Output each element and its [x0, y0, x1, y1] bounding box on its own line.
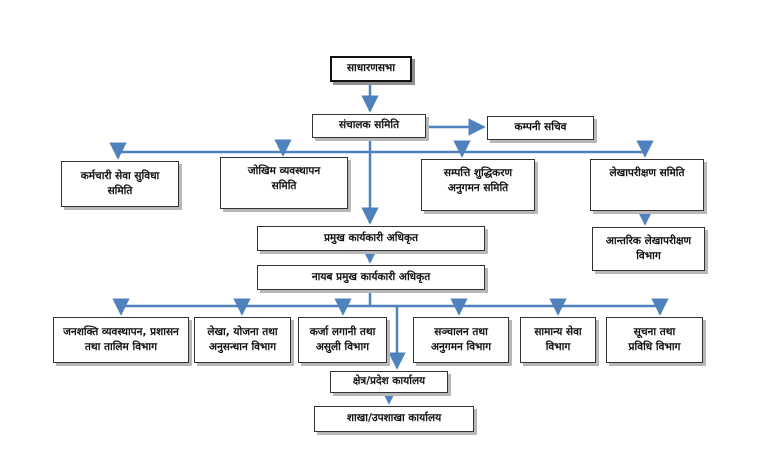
node-accounts-planning-research-department: लेखा, योजना तथा अनुसन्धान विभाग	[194, 317, 291, 363]
node-risk-management-committee: जोखिम व्यवस्थापन समिति	[220, 157, 348, 209]
node-company-secretary: कम्पनी सचिव	[487, 116, 594, 140]
node-general-services-department: सामान्य सेवा विभाग	[520, 317, 596, 363]
node-aml-committee: सम्पत्ति शुद्धिकरण अनुगमन समिति	[421, 159, 535, 211]
node-regional-office: क्षेत्र/प्रदेश कार्यालय	[330, 371, 448, 393]
node-employee-welfare-committee: कर्मचारी सेवा सुविधा समिति	[61, 161, 179, 207]
node-ceo: प्रमुख कार्यकारी अधिकृत	[257, 226, 485, 251]
node-operations-monitoring-department: सञ्चालन तथा अनुगमन विभाग	[413, 317, 509, 363]
node-audit-committee: लेखापरीक्षण समिति	[590, 159, 704, 211]
node-it-department: सूचना तथा प्रविधि विभाग	[606, 317, 703, 363]
node-hr-admin-training-department: जनशक्ति व्यवस्थापन, प्रशासन तथा तालिम वि…	[53, 317, 189, 363]
node-branch-office: शाखा/उपशाखा कार्यालय	[314, 406, 474, 432]
node-general-assembly: साधारणसभा	[330, 56, 412, 82]
node-deputy-ceo: नायब प्रमुख कार्यकारी अधिकृत	[257, 265, 485, 290]
node-credit-recovery-department: कर्जा लगानी तथा असुली विभाग	[298, 317, 387, 363]
node-internal-audit-department: आन्तरिक लेखापरीक्षण विभाग	[592, 227, 705, 271]
node-board-of-directors: संचालक समिति	[312, 114, 426, 138]
